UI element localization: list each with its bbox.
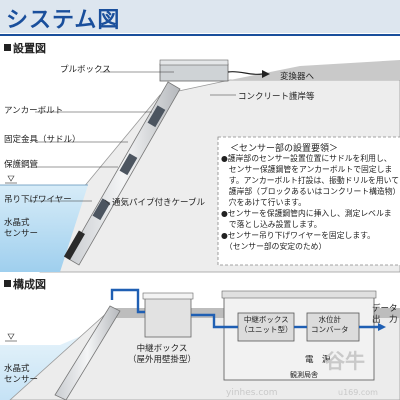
note-line: ●センサー吊り下げワイヤーを固定します。	[221, 231, 375, 240]
converter-cable	[227, 70, 263, 76]
converter-label: 水位計 コンバータ	[311, 315, 349, 334]
signal-cable	[110, 288, 145, 314]
note-line: す。アンカーボルト打設は、振動ドリルを用いて	[221, 176, 399, 185]
outdoor-relay-box-lid	[142, 292, 194, 300]
notes-title: ＜センサー部の設置要領＞	[230, 144, 339, 154]
note-line: 護岸部（ブロックあるいはコンクリート構造物）に	[221, 187, 400, 196]
note-line: （センサー部の安定のため）	[221, 242, 327, 251]
notes-list: ●護岸部のセンサー設置位置にサドルを利用し、 センサー保護鋼管をアンカーボルトで…	[221, 153, 400, 252]
note-line: 穴をあけて行います。	[221, 198, 306, 207]
station-label: 観測局舎	[290, 371, 318, 379]
vent-cable-label: 通気パイプ付きケーブル	[112, 198, 205, 208]
unit-relay-box-label: 中継ボックス （ユニット型）	[240, 315, 293, 334]
heading-square-icon	[4, 280, 11, 287]
config-sensor-label: 水晶式 センサー	[4, 364, 39, 385]
title-bar	[0, 0, 400, 33]
protective-pipe-label: 保護鋼管	[4, 160, 39, 170]
page-title: システム図	[6, 8, 121, 33]
pull-box-label: プルボックス	[60, 65, 111, 75]
leader-line	[104, 199, 111, 206]
to-converter-label: 変換器へ	[280, 72, 315, 82]
heading-square-icon	[4, 44, 11, 51]
note-line: ●センサーを保護鋼管内に挿入し、測定レベルま	[221, 209, 392, 218]
fixing-bracket-label: 固定金具（サドル）	[4, 135, 81, 145]
crystal-sensor-label: 水晶式 センサー	[4, 218, 39, 239]
hanging-wire-label: 吊り下げワイヤー	[4, 195, 72, 205]
arrow-right-icon	[262, 70, 270, 78]
data-output-label: データ 出 力	[372, 304, 398, 325]
water-area	[0, 185, 88, 272]
outdoor-relay-box	[144, 296, 192, 338]
power-label: 電 源	[305, 355, 331, 365]
notes-box	[217, 136, 400, 266]
protective-pipe	[66, 81, 181, 266]
water-level-icon	[7, 175, 15, 182]
anchor-bolt-label: アンカーボルト	[4, 106, 64, 116]
note-line: で落とし込み設置します。	[221, 220, 322, 229]
pull-box-lid	[159, 59, 229, 66]
pull-box	[159, 63, 229, 82]
watermark-domain: u169.com	[338, 388, 378, 397]
watermark-logo: 谷牛	[325, 349, 365, 373]
watermark-site: yinhes.com	[226, 388, 278, 398]
signal-cable	[191, 313, 238, 329]
note-line: センサー保護鋼管をアンカーボルトで固定しま	[221, 165, 393, 174]
water-level-icon	[7, 333, 15, 340]
crystal-sensor	[63, 230, 85, 260]
station-roof	[221, 290, 377, 299]
saddle-bracket	[147, 105, 166, 128]
concrete-label: コンクリート護岸等	[238, 92, 315, 102]
saddle-bracket	[119, 153, 138, 176]
config-protective-pipe	[54, 305, 121, 400]
config-heading: 構成図	[4, 276, 46, 292]
note-line: ●護岸部のセンサー設置位置にサドルを利用し、	[221, 154, 392, 163]
install-heading: 設置図	[4, 40, 46, 56]
saddle-bracket	[92, 198, 111, 221]
embankment-top	[160, 60, 400, 95]
config-diagram	[0, 288, 400, 400]
outdoor-relay-box-label: 中継ボックス （屋外用壁掛型）	[128, 344, 197, 365]
arrow-right-icon	[378, 323, 386, 331]
title-underline	[0, 34, 400, 36]
